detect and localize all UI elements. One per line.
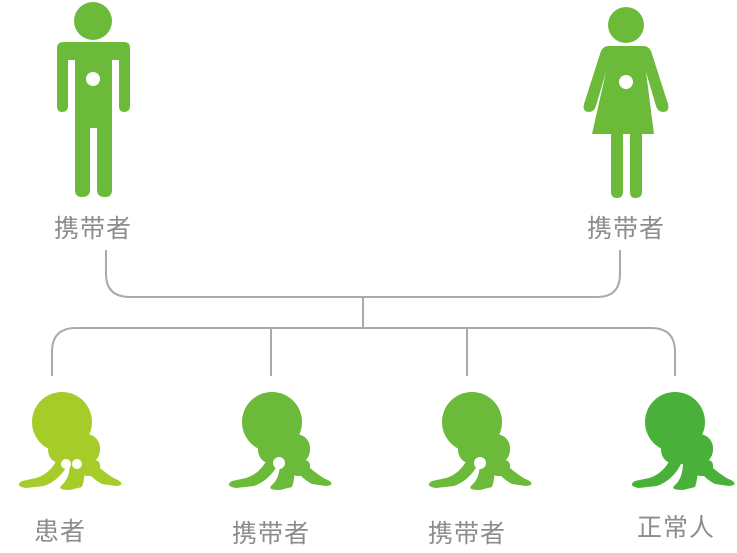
child-label-carrier-2: 携带者 [427, 519, 507, 548]
parent-label-mother: 携带者 [586, 214, 666, 243]
child-label-affected: 患者 [33, 517, 87, 546]
child-figure-carrier [228, 392, 332, 490]
child-label-carrier-1: 携带者 [231, 519, 311, 548]
child-label-normal: 正常人 [636, 513, 716, 542]
pedigree-connector-lines [51, 250, 676, 376]
female-figure-icon [583, 7, 669, 198]
child-figure-carrier [428, 392, 532, 490]
child-figure-normal [631, 392, 735, 490]
parent-label-father: 携带者 [53, 214, 133, 243]
male-figure-icon [57, 2, 130, 197]
child-figure-affected [18, 392, 122, 490]
